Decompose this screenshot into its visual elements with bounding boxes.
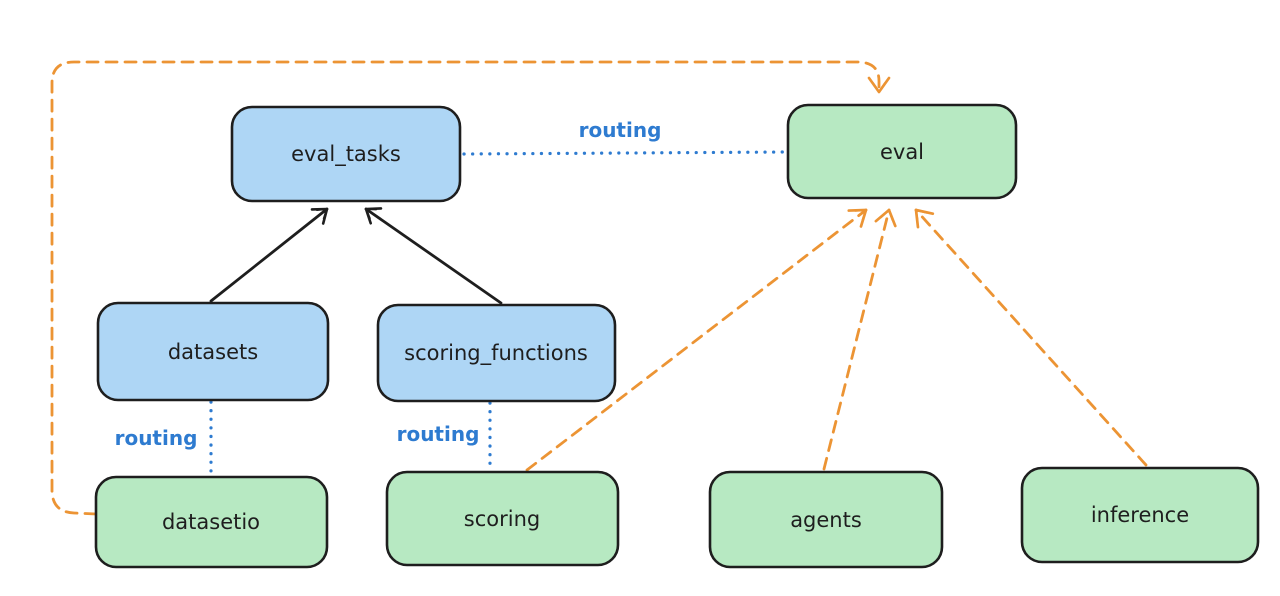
node-scoring_functions-label: scoring_functions: [404, 341, 588, 366]
edge-datasetio-to-eval: [50, 60, 891, 516]
node-inference-box: [1020, 466, 1260, 564]
nodes-layer: eval_tasks eval datasets scoring_functio…: [94, 103, 1260, 569]
edge-agents-to-eval: [822, 208, 897, 471]
node-eval: eval: [786, 103, 1018, 200]
node-datasets-box: [96, 301, 330, 402]
node-eval_tasks: eval_tasks: [230, 105, 462, 203]
node-scoring-box: [385, 470, 620, 567]
node-datasetio: datasetio: [94, 475, 329, 569]
node-scoring_functions: scoring_functions: [376, 303, 617, 403]
node-eval_tasks-box: [230, 105, 462, 203]
node-scoring: scoring: [385, 470, 620, 567]
node-eval_tasks-label: eval_tasks: [291, 142, 401, 167]
routing-label-top: routing: [579, 118, 662, 142]
node-eval-label: eval: [880, 140, 924, 164]
routing-label-datasets: routing: [115, 426, 198, 450]
node-inference-label: inference: [1091, 503, 1189, 527]
node-scoring_functions-box: [376, 303, 617, 403]
routing-label-scoring: routing: [397, 422, 480, 446]
edge-labels-layer: routing routing routing: [115, 118, 662, 450]
node-scoring-label: scoring: [464, 507, 540, 531]
node-datasets-label: datasets: [168, 340, 258, 364]
node-agents-box: [708, 470, 944, 569]
node-inference: inference: [1020, 466, 1260, 564]
node-datasets: datasets: [96, 301, 330, 402]
edge-datasets-to-eval_tasks: [209, 207, 329, 303]
node-datasetio-label: datasetio: [162, 510, 260, 534]
node-eval-box: [786, 103, 1018, 200]
node-agents: agents: [708, 470, 944, 569]
edges-layer: [50, 60, 1148, 516]
edge-scoring_functions-to-eval_tasks: [364, 207, 503, 305]
edge-inference-to-eval: [914, 208, 1148, 467]
edge-scoring-to-eval: [525, 208, 868, 472]
node-agents-label: agents: [790, 508, 862, 532]
edge-eval_tasks-to-eval-routing: [462, 150, 787, 156]
node-datasetio-box: [94, 475, 329, 569]
